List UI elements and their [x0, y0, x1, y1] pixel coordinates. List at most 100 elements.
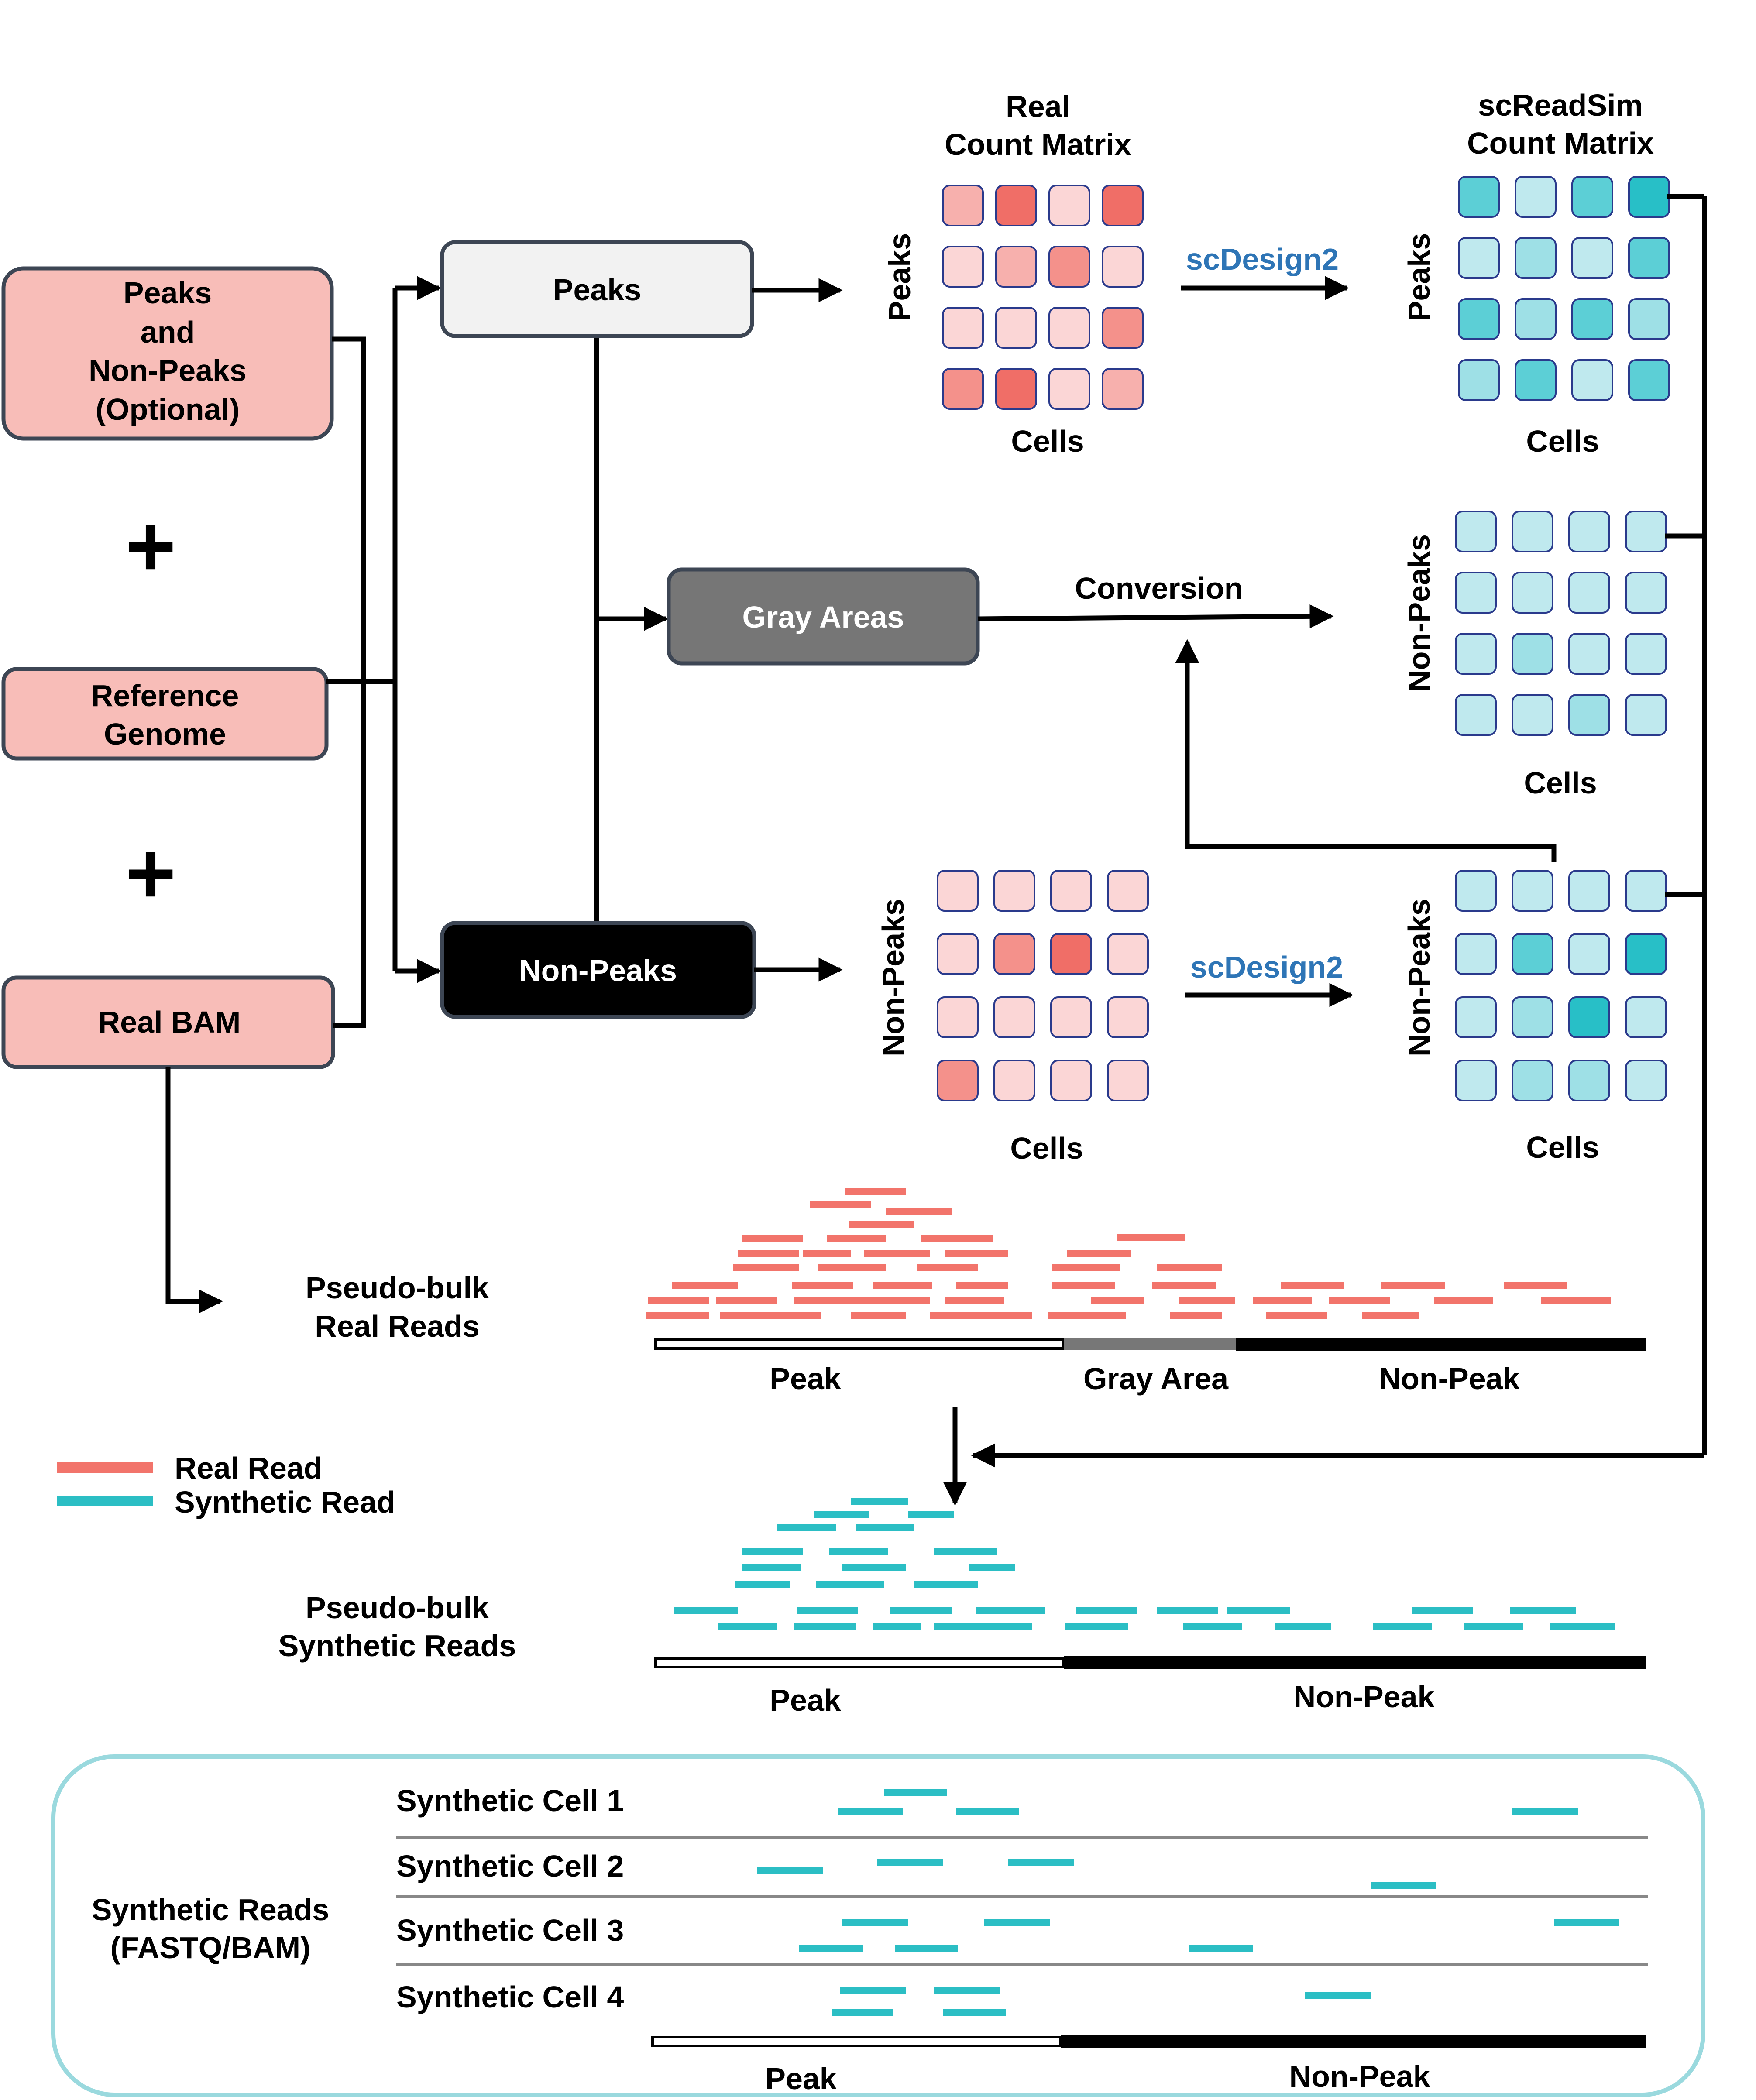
sim-nonpeaks-matrix — [1455, 870, 1667, 1101]
real-peaks-cell — [995, 368, 1037, 410]
synthetic-cell-2-label: Synthetic Cell 2 — [396, 1849, 624, 1883]
synthetic-cell-reads — [757, 1789, 1619, 2016]
real-peaks-cell — [942, 246, 984, 288]
panel-title-line-1: Synthetic Reads — [92, 1893, 330, 1927]
sim-gray-cell — [1625, 633, 1667, 675]
plus-symbol-1: + — [125, 498, 176, 595]
real-peaks-cell — [1102, 368, 1144, 410]
real-axis-gray-segment — [1064, 1338, 1236, 1350]
real-nonpeaks-cell — [937, 870, 979, 912]
pseudobulk-synthetic-line-1: Pseudo-bulk — [306, 1591, 489, 1625]
non-peaks-box: Non-Peaks — [440, 921, 756, 1019]
real-nonpeaks-cell — [1050, 996, 1092, 1038]
real-count-matrix-title: Real Count Matrix — [945, 89, 1131, 161]
sim-peaks-cell — [1515, 359, 1557, 401]
sim-peaks-cell — [1515, 237, 1557, 279]
scdesign2-label-peaks: scDesign2 — [1186, 242, 1339, 276]
input-reference-box: Reference Genome — [1, 667, 329, 761]
panel-axis-nonpeak-label: Non-Peak — [1289, 2059, 1430, 2093]
real-nonpeaks-cell — [937, 1060, 979, 1101]
sim-nonpeaks-cell — [1625, 996, 1667, 1038]
input-reference-line-1: Reference — [91, 679, 239, 713]
real-matrix-title-line-1: Real — [1006, 89, 1070, 124]
matrix-collector-line — [943, 194, 1707, 1506]
peaks-box-label: Peaks — [553, 273, 641, 307]
real-matrix-title-line-2: Count Matrix — [945, 127, 1131, 161]
synthetic-axis-peak-label: Peak — [770, 1683, 841, 1717]
sim-nonpeaks-cell — [1512, 870, 1553, 912]
sim-gray-cell — [1568, 572, 1610, 614]
sim-peaks-cell — [1458, 237, 1500, 279]
sim-peaks-cell — [1515, 298, 1557, 340]
real-nonpeaks-cell — [993, 933, 1035, 975]
scdesign2-label-nonpeaks: scDesign2 — [1190, 950, 1343, 984]
real-axis-nonpeak-segment — [1236, 1338, 1646, 1351]
input-peaks-line-1: Peaks — [124, 276, 212, 310]
conversion-label: Conversion — [1075, 571, 1243, 605]
real-peaks-matrix — [942, 185, 1144, 410]
input-peaks-box: Peaks and Non-Peaks (Optional) — [1, 266, 334, 441]
plus-symbol-2: + — [125, 825, 176, 922]
real-reads-track — [646, 1188, 1611, 1319]
real-peaks-cell — [942, 185, 984, 226]
sim-gray-cell — [1455, 572, 1497, 614]
real-nonpeaks-cell — [1050, 870, 1092, 912]
sim-gray-cell — [1568, 633, 1610, 675]
sim-gray-cell — [1568, 694, 1610, 736]
legend-real-label: Real Read — [175, 1451, 322, 1485]
sim-nonpeaks-cell — [1455, 996, 1497, 1038]
sim-peaks-cell — [1515, 176, 1557, 218]
real-peaks-cell — [1048, 246, 1090, 288]
sim-peaks-cell — [1458, 359, 1500, 401]
input-peaks-line-3: Non-Peaks — [89, 353, 247, 388]
legend-synthetic-label: Synthetic Read — [175, 1485, 395, 1519]
sim-gray-cell — [1512, 572, 1553, 614]
sim-nonpeaks-cell — [1625, 1060, 1667, 1101]
real-peaks-cell — [1102, 307, 1144, 349]
panel-title-line-2: (FASTQ/BAM) — [110, 1931, 311, 1965]
real-nonpeaks-cell — [1107, 1060, 1149, 1101]
sim-nonpeaks-cell — [1455, 870, 1497, 912]
real-axis-peak-label: Peak — [770, 1362, 841, 1396]
sim-peaks-matrix — [1458, 176, 1670, 401]
real-nonpeaks-cells-label: Cells — [1010, 1131, 1083, 1165]
real-nonpeaks-cell — [937, 933, 979, 975]
real-peaks-cell — [1048, 307, 1090, 349]
peaks-box: Peaks — [440, 240, 754, 338]
real-peaks-row-label: Peaks — [883, 233, 917, 321]
synthetic-cell-4-label: Synthetic Cell 4 — [396, 1980, 624, 2014]
panel-axis-nonpeak-segment — [1061, 2035, 1646, 2048]
real-nonpeaks-cell — [993, 870, 1035, 912]
real-nonpeaks-cell — [1050, 1060, 1092, 1101]
sim-gray-cells-label: Cells — [1524, 766, 1597, 800]
sim-nonpeaks-cell — [1625, 870, 1667, 912]
input-reference-line-2: Genome — [104, 717, 226, 751]
sim-peaks-cell — [1571, 359, 1613, 401]
real-peaks-cell — [1102, 246, 1144, 288]
synthetic-reads-track — [674, 1498, 1615, 1630]
sim-gray-matrix — [1455, 511, 1667, 736]
synthetic-axis-nonpeak-segment — [1064, 1656, 1646, 1669]
input-peaks-line-4: (Optional) — [96, 392, 240, 426]
synthetic-cell-1-label: Synthetic Cell 1 — [396, 1784, 624, 1818]
pseudobulk-real-line-2: Real Reads — [315, 1309, 479, 1343]
real-peaks-cell — [995, 185, 1037, 226]
sim-peaks-row-label: Peaks — [1402, 233, 1436, 321]
real-peaks-cell — [1102, 185, 1144, 226]
box-to-matrix-arrows — [752, 278, 1557, 982]
real-peaks-cell — [1048, 185, 1090, 226]
sim-nonpeaks-cell — [1455, 933, 1497, 975]
real-nonpeaks-row-label: Non-Peaks — [876, 899, 910, 1057]
sim-peaks-cell — [1628, 176, 1670, 218]
sim-matrix-title-line-1: scReadSim — [1478, 88, 1643, 122]
real-nonpeaks-matrix — [937, 870, 1149, 1101]
sim-gray-cell — [1512, 633, 1553, 675]
sim-nonpeaks-cell — [1512, 933, 1553, 975]
real-peaks-cells-label: Cells — [1011, 424, 1084, 458]
synthetic-axis-peak-segment — [654, 1657, 1065, 1668]
sim-peaks-cell — [1458, 176, 1500, 218]
sim-peaks-cell — [1571, 298, 1613, 340]
real-peaks-cell — [942, 368, 984, 410]
sim-peaks-cell — [1628, 359, 1670, 401]
